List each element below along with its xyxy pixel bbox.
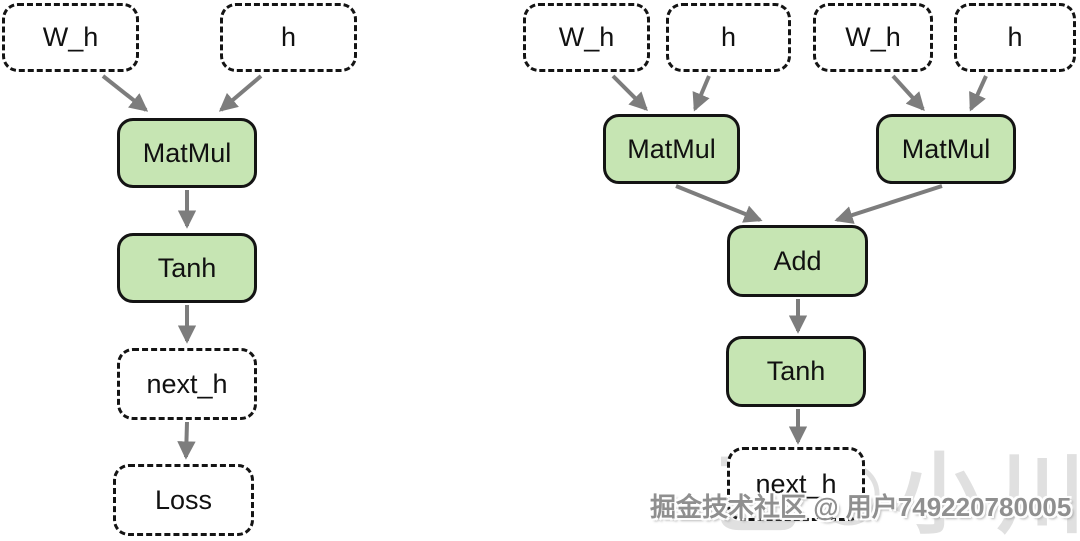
node-right-add: Add	[727, 225, 868, 297]
node-left-h: h	[220, 3, 357, 72]
node-left-loss: Loss	[113, 464, 254, 536]
node-right-wh-2: W_h	[813, 3, 933, 72]
node-right-tanh: Tanh	[726, 336, 866, 407]
node-right-h-2: h	[954, 3, 1076, 72]
node-left-wh: W_h	[2, 3, 139, 72]
node-right-matmul-1: MatMul	[603, 114, 740, 184]
node-right-next-h: next_h	[727, 447, 865, 521]
node-left-next-h: next_h	[117, 348, 257, 420]
node-left-tanh: Tanh	[117, 233, 257, 303]
node-left-matmul: MatMul	[117, 118, 257, 188]
watermark-text: 掘金技术社区 @ 用户749220780005	[650, 492, 1072, 522]
node-right-matmul-2: MatMul	[876, 114, 1016, 184]
node-right-wh-1: W_h	[523, 3, 650, 72]
node-right-h-1: h	[666, 3, 791, 72]
